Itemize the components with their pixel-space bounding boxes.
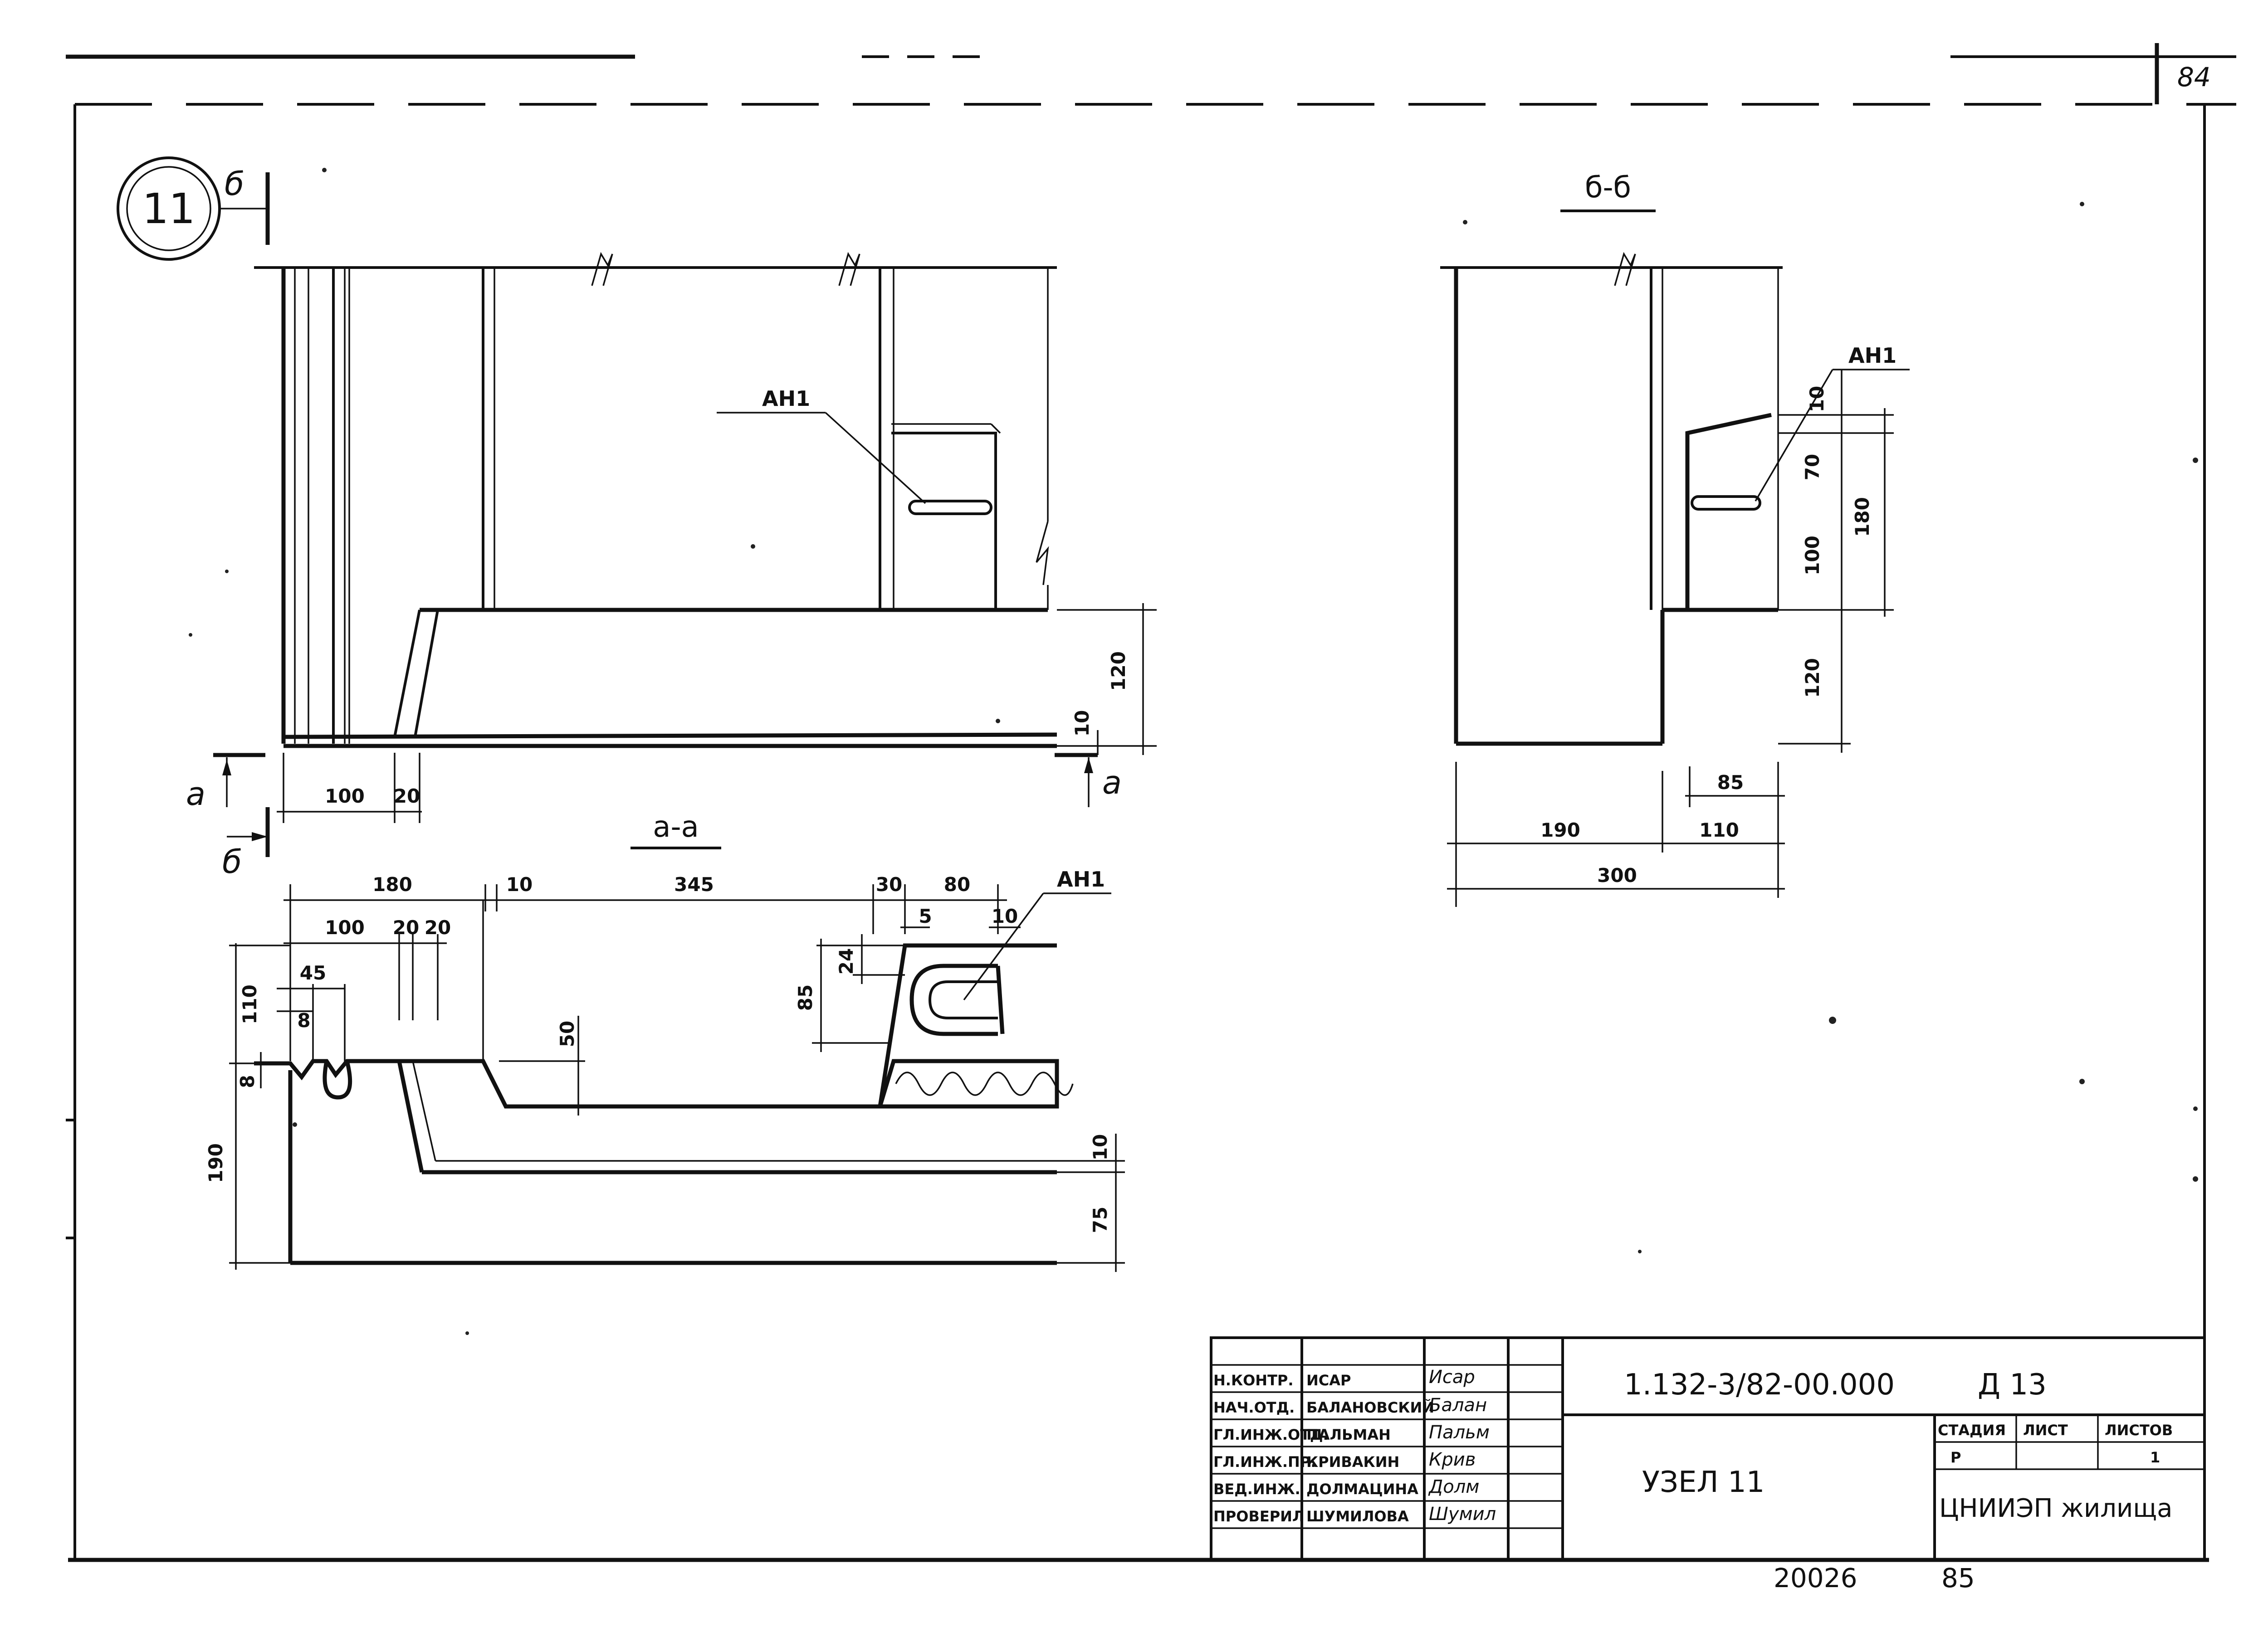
node-number: 11 — [142, 185, 195, 233]
aa-dim-45: 45 — [300, 962, 326, 984]
sheets-header: ЛИСТОВ — [2105, 1422, 2173, 1439]
node-marker: 11 б — [117, 156, 270, 261]
role-1: Н.КОНТР. — [1213, 1372, 1294, 1389]
aa-dim-20a: 20 — [393, 916, 419, 939]
title-block: Н.КОНТР. НАЧ.ОТД. ГЛ.ИНЖ.ОТД. ГЛ.ИНЖ.ПР.… — [1210, 1336, 2206, 1561]
role-6: ПРОВЕРИЛ — [1213, 1508, 1305, 1525]
aa-dim-20b: 20 — [425, 916, 451, 939]
aa-dim-100: 100 — [325, 916, 365, 939]
main-part-label: АН1 — [762, 386, 810, 411]
role-2: НАЧ.ОТД. — [1213, 1399, 1295, 1416]
signature-3: Пальм — [1429, 1422, 1490, 1443]
signature-1: Исар — [1429, 1367, 1475, 1388]
aa-dim-30: 30 — [876, 873, 902, 896]
bb-dim-180: 180 — [1851, 497, 1873, 537]
sheet-header: ЛИСТ — [2023, 1422, 2068, 1439]
main-dim-20: 20 — [394, 785, 420, 807]
section-bb-title: б-б — [1585, 171, 1631, 205]
section-mark-a-left: а — [186, 775, 205, 813]
aa-dim-190: 190 — [205, 1143, 227, 1183]
scan-specks — [189, 168, 2198, 1335]
page-number: 84 — [2177, 62, 2211, 93]
aa-dim-85: 85 — [794, 984, 816, 1011]
section-aa-part-label: АН1 — [1057, 867, 1105, 892]
bb-dim-10: 10 — [1806, 386, 1828, 412]
aa-dim-10a: 10 — [506, 873, 533, 896]
name-5: ДОЛМАЦИНА — [1306, 1481, 1418, 1498]
role-3: ГЛ.ИНЖ.ОТД. — [1213, 1426, 1329, 1443]
main-dim-10: 10 — [1071, 710, 1093, 736]
name-2: БАЛАНОВСКИЙ — [1306, 1399, 1434, 1416]
bb-dim-85: 85 — [1717, 771, 1744, 794]
aa-dim-50: 50 — [556, 1021, 578, 1047]
section-bb-view: б-б АН1 10 70 180 100 120 8 — [1440, 171, 1910, 907]
signature-6: Шумил — [1429, 1504, 1496, 1525]
aa-dim-8b: 8 — [236, 1075, 259, 1088]
aa-dim-80: 80 — [944, 873, 970, 896]
signature-5: Долм — [1428, 1476, 1479, 1497]
aa-dim-24: 24 — [835, 948, 857, 974]
aa-dim-75: 75 — [1089, 1207, 1111, 1233]
aa-dim-8a: 8 — [297, 1009, 310, 1032]
doc-code: 1.132-3/82-00.000 — [1624, 1368, 1895, 1402]
stage-value: Р — [1950, 1449, 1961, 1466]
sheet-frame — [66, 43, 2236, 1562]
bb-dim-300: 300 — [1597, 864, 1637, 887]
stage-header: СТАДИЯ — [1938, 1422, 2006, 1439]
section-mark-a-right: а — [1102, 764, 1122, 801]
section-aa-title: а-а — [653, 810, 699, 844]
signature-4: Крив — [1429, 1449, 1476, 1470]
aa-dim-110: 110 — [239, 984, 261, 1024]
bb-dim-70: 70 — [1801, 454, 1823, 480]
bb-dim-100: 100 — [1801, 536, 1823, 575]
aa-dim-10c: 10 — [1089, 1134, 1111, 1160]
aa-dim-5: 5 — [919, 905, 932, 927]
main-dim-100: 100 — [325, 785, 365, 807]
aa-dim-10b: 10 — [992, 905, 1018, 927]
name-6: ШУМИЛОВА — [1306, 1508, 1409, 1525]
bottom-left-number: 20026 — [1774, 1563, 1857, 1593]
main-elevation-view: АН1 120 10 100 20 а а б — [186, 252, 1157, 881]
bb-dim-120: 120 — [1801, 658, 1823, 698]
role-4: ГЛ.ИНЖ.ПР. — [1213, 1453, 1316, 1471]
aa-dim-180: 180 — [372, 873, 412, 896]
section-aa-view: а-а АН1 180 10 345 30 80 — [205, 810, 1125, 1272]
doc-suffix: Д 13 — [1978, 1368, 2047, 1402]
role-5: ВЕД.ИНЖ. — [1213, 1481, 1300, 1498]
bb-dim-190: 190 — [1540, 819, 1580, 841]
section-mark-b-left: б — [222, 843, 242, 881]
section-mark-b-top: б — [225, 166, 244, 203]
object-name: УЗЕЛ 11 — [1642, 1466, 1765, 1499]
main-dim-120: 120 — [1107, 651, 1129, 691]
section-bb-part-label: АН1 — [1848, 343, 1897, 368]
name-1: ИСАР — [1306, 1372, 1351, 1389]
signature-2: Балан — [1429, 1395, 1487, 1416]
bb-dim-110: 110 — [1699, 819, 1739, 841]
organization: ЦНИИЭП жилища — [1939, 1494, 2172, 1523]
bottom-right-number: 85 — [1941, 1563, 1975, 1593]
aa-dim-345: 345 — [674, 873, 714, 896]
name-3: ПАЛЬМАН — [1306, 1426, 1391, 1443]
sheets-count: 1 — [2150, 1449, 2160, 1466]
name-4: КРИВАКИН — [1306, 1453, 1399, 1471]
